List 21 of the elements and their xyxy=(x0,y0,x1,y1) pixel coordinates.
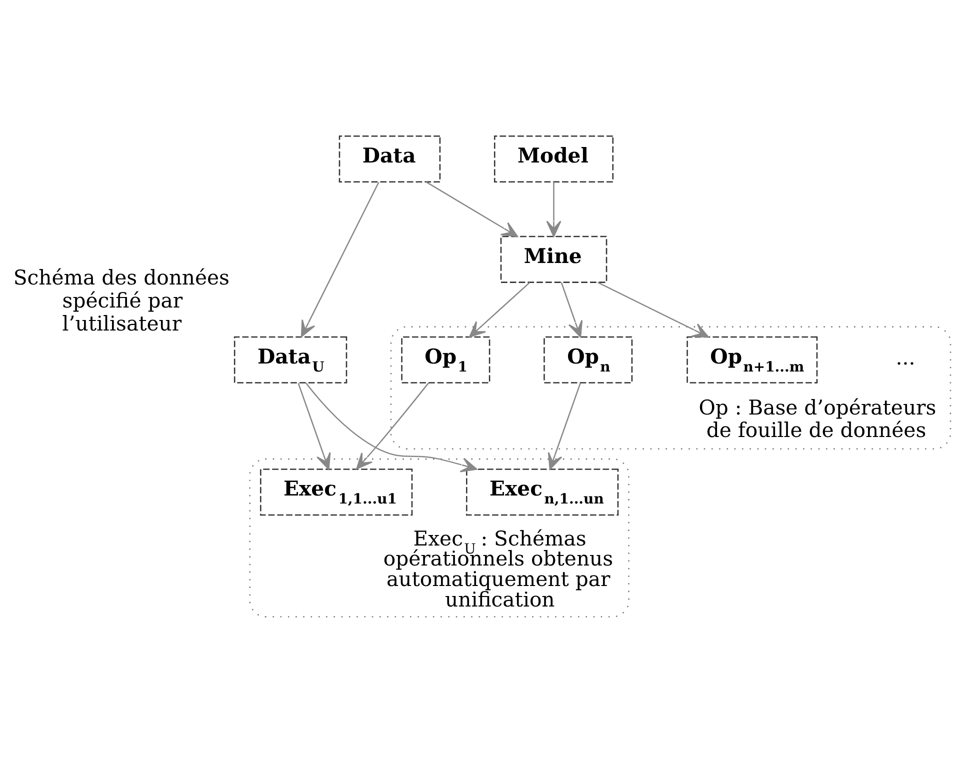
node-box: Mine xyxy=(500,235,608,282)
node-box: Op$_{1}$ xyxy=(401,336,490,383)
node-box: Model xyxy=(494,134,614,182)
arrow xyxy=(305,382,478,472)
node-box: Exec$_{n,1...un}$ xyxy=(466,468,619,516)
label: ... xyxy=(896,345,916,370)
node-box: Op$_{n+1...m}$ xyxy=(686,336,818,383)
arrow xyxy=(298,382,331,470)
node-box: Exec$_{1,1...u1}$ xyxy=(260,468,413,516)
arrow xyxy=(560,282,583,338)
arrow xyxy=(468,281,530,338)
arrow xyxy=(300,181,380,337)
arrow xyxy=(426,180,518,237)
node-box: Op$_{n}$ xyxy=(544,336,633,383)
arrow xyxy=(356,382,429,469)
arrow xyxy=(598,281,709,338)
arrow xyxy=(548,382,581,470)
node-label: Schéma des données spécifié par l’utilisateur xyxy=(13,265,230,335)
node-box: Data$_{U}$ xyxy=(234,336,348,383)
node-box: Data xyxy=(338,134,441,182)
arrow xyxy=(546,181,562,237)
